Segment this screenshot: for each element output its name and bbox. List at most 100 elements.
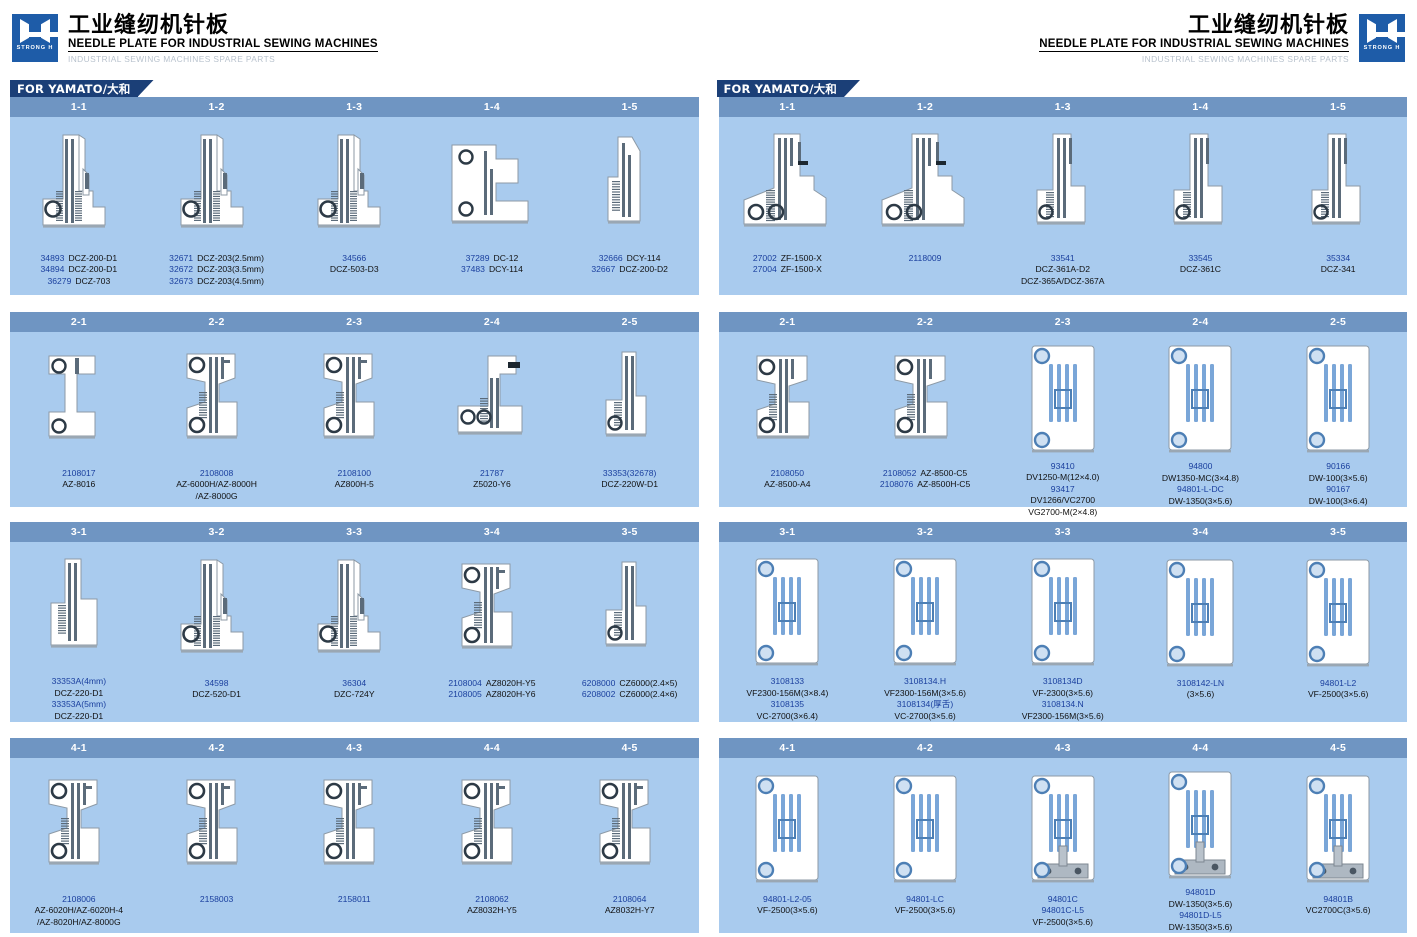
- part-caption: 33353(32678) DCZ-220W-D1: [601, 468, 658, 491]
- caption-line: VF-2500(3×5.6): [1308, 689, 1368, 700]
- needle-plate-drawing: [722, 125, 852, 250]
- model-code: VC-2700(3×6.4): [756, 710, 819, 721]
- part-number: 2108008: [199, 468, 234, 478]
- part-cell[interactable]: 3108133 VF2300-156M(3×8.4) 3108135 VC-27…: [719, 542, 857, 722]
- page-title-cn: 工业缝纫机针板: [68, 13, 230, 38]
- caption-line: 94801-L-DC: [1162, 484, 1239, 495]
- caption-line: VF-2500(3×5.6): [757, 905, 817, 916]
- part-caption: 2108008 AZ-6000H/AZ-8000H /AZ-8000G: [176, 468, 257, 502]
- caption-line: 90166: [1309, 461, 1368, 472]
- model-code: AZ8020H-Y5: [485, 678, 536, 688]
- part-cell[interactable]: 2108064 AZ8032H-Y7: [561, 758, 699, 933]
- part-cell[interactable]: 33545 DCZ-361C: [1132, 117, 1270, 295]
- part-number: 34598: [204, 678, 229, 688]
- model-code: DCZ-703: [75, 275, 111, 286]
- part-cell[interactable]: 21787 Z5020-Y6: [423, 332, 561, 507]
- caption-line: 94801C-L5: [1033, 905, 1093, 916]
- part-cell[interactable]: 34893 DCZ-200-D1 34894 DCZ-200-D1 36279 …: [10, 117, 148, 295]
- caption-line: 6208000 CZ6000(2.4×5): [582, 678, 678, 689]
- part-cell[interactable]: 2108100 AZ800H-5: [285, 332, 423, 507]
- model-code: VC2700C(3×5.6): [1305, 905, 1371, 916]
- needle-plate-drawing: [1003, 340, 1123, 458]
- part-cell[interactable]: 3108134.H VF2300-156M(3×5.6) 3108134(厚舌)…: [856, 542, 994, 722]
- part-cell[interactable]: 94801B VC2700C(3×5.6): [1269, 758, 1407, 933]
- caption-line: 2108052 AZ-8500-C5: [880, 468, 970, 479]
- part-cell[interactable]: 94801-L2-05 VF-2500(3×5.6): [719, 758, 857, 933]
- grid-cell-ref: 1-2: [208, 101, 225, 113]
- part-cell[interactable]: 27002 ZF-1500-X 27004 ZF-1500-X: [719, 117, 857, 295]
- caption-line: 33353(32678): [601, 468, 658, 479]
- part-number: 34893: [40, 253, 65, 263]
- grid-cell-ref: 1-4: [1192, 101, 1209, 113]
- part-number: 94801B: [1323, 894, 1353, 904]
- caption-line: 32671 DCZ-203(2.5mm): [169, 253, 264, 264]
- part-cell[interactable]: 93410 DV1250-M(12×4.0) 93417 DV1266/VC27…: [994, 332, 1132, 517]
- model-code: ZF-1500-X: [780, 253, 822, 263]
- part-caption: 2108017 AZ-8016: [62, 468, 95, 491]
- model-code: DCZ-200-D1: [68, 264, 118, 275]
- caption-line: 3108135: [746, 699, 828, 710]
- page-title-en: NEEDLE PLATE FOR INDUSTRIAL SEWING MACHI…: [1039, 38, 1349, 53]
- caption-line: VF-2500(3×5.6): [1033, 917, 1093, 928]
- part-cell[interactable]: 3108134D VF-2300(3×5.6) 3108134.N VF2300…: [994, 542, 1132, 722]
- part-cell[interactable]: 90166 DW-100(3×5.6) 90167 DW-100(3×6.4): [1269, 332, 1407, 507]
- part-cell[interactable]: 33353(32678) DCZ-220W-D1: [561, 332, 699, 507]
- part-cell[interactable]: 94801C 94801C-L5 VF-2500(3×5.6): [994, 758, 1132, 933]
- part-cell[interactable]: 94800 DW1350-MC(3×4.8) 94801-L-DC DW-135…: [1132, 332, 1270, 507]
- caption-line: AZ-8500-A4: [764, 479, 810, 490]
- grid-cell-ref: 4-3: [1054, 742, 1071, 754]
- part-cell[interactable]: 2108062 AZ8032H-Y5: [423, 758, 561, 933]
- part-cell[interactable]: 2108017 AZ-8016: [10, 332, 148, 507]
- grid-row: 2108050 AZ-8500-A4 2108052 AZ-8500-C5: [718, 332, 1407, 517]
- part-number: 94801D: [1185, 887, 1216, 898]
- part-cell[interactable]: 35334 DCZ-341: [1269, 117, 1407, 295]
- part-number: 94801C: [1047, 894, 1078, 904]
- logo-wordmark: STRONG H: [1363, 45, 1401, 51]
- needle-plate-drawing: [19, 340, 139, 465]
- part-cell[interactable]: 34566 DCZ-503-D3: [285, 117, 423, 295]
- section-tab-notch: [844, 80, 860, 97]
- part-cell[interactable]: 2158011: [285, 758, 423, 933]
- model-code: AZ-8500-A4: [764, 479, 811, 490]
- part-cell[interactable]: 2108052 AZ-8500-C5 2108076 AZ-8500H-C5: [856, 332, 994, 507]
- page-title-cn: 工业缝纫机针板: [1187, 13, 1349, 38]
- part-number: 27002: [752, 253, 777, 263]
- model-code: VF-2500(3×5.6): [1307, 689, 1369, 700]
- part-cell[interactable]: 94801-LC VF-2500(3×5.6): [856, 758, 994, 933]
- part-cell[interactable]: 32666 DCY-114 32667 DCZ-200-D2: [561, 117, 699, 295]
- caption-line: 36304: [334, 678, 375, 689]
- part-cell[interactable]: 2108004 AZ8020H-Y5 2108005 AZ8020H-Y6: [423, 542, 561, 722]
- part-caption: 2108004 AZ8020H-Y5 2108005 AZ8020H-Y6: [448, 678, 535, 701]
- grid-cell-ref: 1-3: [346, 101, 363, 113]
- part-cell[interactable]: 33541 DCZ-361A-D2 DCZ-365A/DCZ-367A: [994, 117, 1132, 295]
- model-code: DW-1350(3×5.6): [1168, 495, 1233, 506]
- caption-line: DCZ-220-D1: [52, 688, 106, 699]
- needle-plate-drawing: [570, 125, 690, 250]
- part-cell[interactable]: 94801D DW-1350(3×5.6) 94801D-L5 DW-1350(…: [1132, 758, 1270, 933]
- caption-line: 34893 DCZ-200-D1: [41, 253, 118, 264]
- part-cell[interactable]: 37289 DC-12 37483 DCY-114: [423, 117, 561, 295]
- part-number: 32672: [169, 264, 194, 275]
- part-cell[interactable]: 34598 DCZ-520-D1: [148, 542, 286, 722]
- caption-line: 3108134(厚舌): [884, 699, 966, 710]
- part-caption: 34893 DCZ-200-D1 34894 DCZ-200-D1 36279 …: [41, 253, 118, 287]
- grid-row: 94801-L2-05 VF-2500(3×5.6) 94801-LC VF-2…: [718, 758, 1407, 933]
- part-caption: 3108133 VF2300-156M(3×8.4) 3108135 VC-27…: [746, 676, 828, 722]
- part-number: 33353A(4mm): [51, 676, 107, 687]
- part-cell[interactable]: 2108006 AZ-6020H/AZ-6020H-4 /AZ-8020H/AZ…: [10, 758, 148, 933]
- part-cell[interactable]: 2158003: [148, 758, 286, 933]
- part-cell[interactable]: 2108008 AZ-6000H/AZ-8000H /AZ-8000G: [148, 332, 286, 507]
- part-cell[interactable]: 33353A(4mm) DCZ-220-D1 33353A(5mm) DCZ-2…: [10, 542, 148, 722]
- model-code: DCZ-200-D2: [619, 264, 668, 275]
- part-cell[interactable]: 36304 DZC-724Y: [285, 542, 423, 722]
- part-cell[interactable]: 6208000 CZ6000(2.4×5) 6208002 CZ6000(2.4…: [561, 542, 699, 722]
- part-caption: 2108064 AZ8032H-Y7: [605, 894, 655, 917]
- part-cell[interactable]: 3108142-LN (3×5.6): [1132, 542, 1270, 722]
- part-number: 3108133: [770, 676, 805, 687]
- part-cell[interactable]: 32671 DCZ-203(2.5mm) 32672 DCZ-203(3.5mm…: [148, 117, 286, 295]
- part-cell[interactable]: 94801-L2 VF-2500(3×5.6): [1269, 542, 1407, 722]
- part-cell[interactable]: 2118009: [856, 117, 994, 295]
- part-cell[interactable]: 2108050 AZ-8500-A4: [719, 332, 857, 507]
- part-number: 90167: [1326, 484, 1351, 495]
